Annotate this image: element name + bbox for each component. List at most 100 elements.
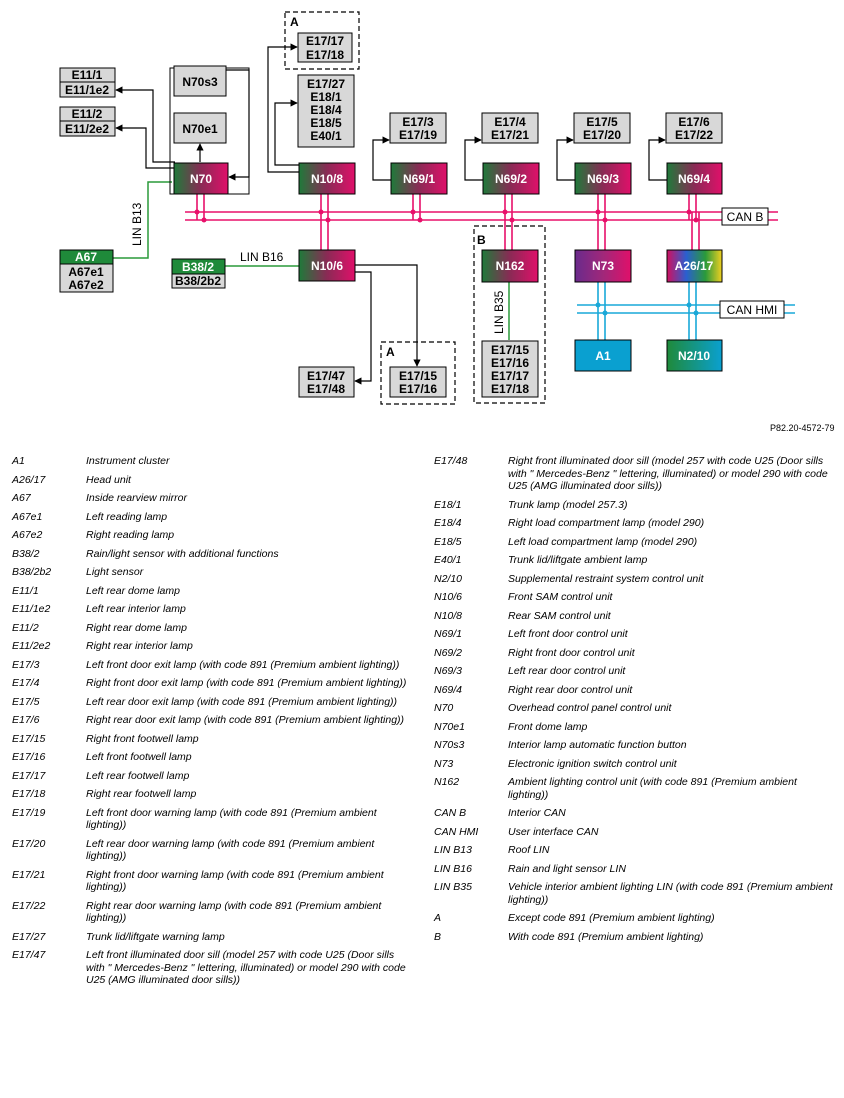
legend-description: Except code 891 (Premium ambient lightin… [508, 912, 715, 924]
legend-description: Right rear door control unit [508, 683, 633, 696]
legend-description: Head unit [86, 473, 131, 486]
svg-text:A: A [290, 15, 299, 29]
svg-text:E17/15: E17/15 [491, 343, 529, 357]
legend-code: CAN HMI [434, 825, 479, 838]
legend-row: E17/18 Right rear footwell lamp [12, 788, 412, 801]
box-e17-5: E17/5 E17/20 [573, 112, 631, 144]
box-n2-10: N2/10 [666, 339, 723, 372]
box-n10-6: N10/6 [298, 249, 356, 282]
legend-description: Front SAM control unit [508, 591, 613, 603]
box-e17-15-group-b: E17/15 E17/16 E17/17 E17/18 [481, 340, 539, 398]
group-b: B [473, 225, 546, 404]
legend-row: CAN B Interior CAN [434, 807, 839, 820]
legend-code: A [434, 912, 442, 924]
box-e17-47: E17/47 E17/48 [298, 366, 355, 398]
legend-code: A26/17 [12, 473, 46, 486]
box-n69-3: N69/3 [574, 162, 632, 195]
legend-row: N69/4 Right rear door control unit [434, 684, 839, 697]
legend-description: Right front footwell lamp [86, 732, 199, 745]
legend-code: E17/15 [12, 732, 46, 745]
legend-description: Electronic ignition switch control unit [508, 757, 677, 770]
legend-code: E40/1 [434, 554, 462, 566]
svg-text:N69/2: N69/2 [495, 172, 527, 186]
svg-text:E17/17: E17/17 [306, 34, 344, 48]
svg-text:E17/27: E17/27 [307, 77, 345, 91]
legend-description: Left front footwell lamp [86, 751, 192, 763]
svg-text:N70s3: N70s3 [182, 75, 218, 89]
box-e17-17-group-a: E17/17 E17/18 [297, 32, 353, 63]
svg-text:E17/18: E17/18 [491, 382, 529, 396]
svg-text:E18/1: E18/1 [310, 90, 342, 104]
legend-description: Left reading lamp [86, 510, 168, 523]
figure-reference: P82.20-4572-79 [770, 423, 835, 433]
legend-description: Right rear footwell lamp [86, 788, 197, 800]
legend-code: E17/21 [12, 868, 46, 881]
can-b-bus [185, 211, 778, 221]
legend-row: LIN B35 Vehicle interior ambient lighting… [434, 881, 839, 906]
legend-code: LIN B13 [434, 844, 472, 856]
legend-code: E18/5 [434, 535, 462, 548]
legend-code: LIN B35 [434, 881, 472, 893]
legend-code: N69/4 [434, 683, 463, 696]
svg-text:A67e2: A67e2 [68, 278, 104, 292]
lin-b16-label: LIN B16 [240, 250, 284, 264]
box-n70s3: N70s3 [173, 65, 227, 97]
legend-code: E17/47 [12, 949, 46, 961]
legend-description: Interior CAN [508, 807, 566, 819]
legend-description: Left rear door control unit [508, 665, 626, 677]
box-a26-17: A26/17 [666, 249, 723, 283]
legend-description: Right rear interior lamp [86, 640, 193, 652]
legend-code: E17/18 [12, 788, 46, 800]
box-b38-2b2: B38/2b2 [171, 273, 226, 289]
legend-code: N69/2 [434, 646, 463, 659]
legend-code: N70e1 [434, 720, 465, 733]
can-hmi-drops [597, 282, 697, 340]
svg-text:N10/8: N10/8 [311, 172, 343, 186]
legend-description: Left front door control unit [508, 628, 628, 640]
legend-code: N162 [434, 776, 460, 788]
legend-code: A1 [12, 455, 25, 467]
legend-code: E17/20 [12, 837, 46, 850]
legend-code: B [434, 930, 442, 943]
legend-code: CAN B [434, 807, 467, 819]
box-e17-15-group-a: E17/15 E17/16 [389, 366, 447, 398]
svg-text:E11/2: E11/2 [72, 107, 103, 121]
box-e17-3: E17/3 E17/19 [389, 112, 447, 144]
svg-text:A1: A1 [595, 349, 611, 363]
svg-text:E11/1e2: E11/1e2 [65, 83, 109, 97]
svg-text:N70: N70 [190, 172, 212, 186]
legend-description: Ambient lighting control unit (with code… [508, 776, 797, 801]
legend-description: Vehicle interior ambient lighting LIN (w… [508, 881, 833, 906]
legend-description: Interior lamp automatic function button [508, 739, 687, 751]
svg-text:B38/2: B38/2 [182, 260, 214, 274]
box-n70e1: N70e1 [173, 112, 227, 144]
can-b-label: CAN B [721, 207, 769, 226]
legend-description: Rain/light sensor with additional functi… [86, 547, 279, 560]
legend-description: Left front door warning lamp (with code … [86, 806, 377, 832]
legend-code: E17/5 [12, 695, 40, 708]
legend-code: A67e1 [12, 510, 43, 523]
group-a-top: A [284, 11, 360, 70]
box-b38-2: B38/2 [171, 258, 226, 275]
svg-text:E17/17: E17/17 [491, 369, 529, 383]
legend-row: A26/17 Head unit [12, 474, 412, 487]
